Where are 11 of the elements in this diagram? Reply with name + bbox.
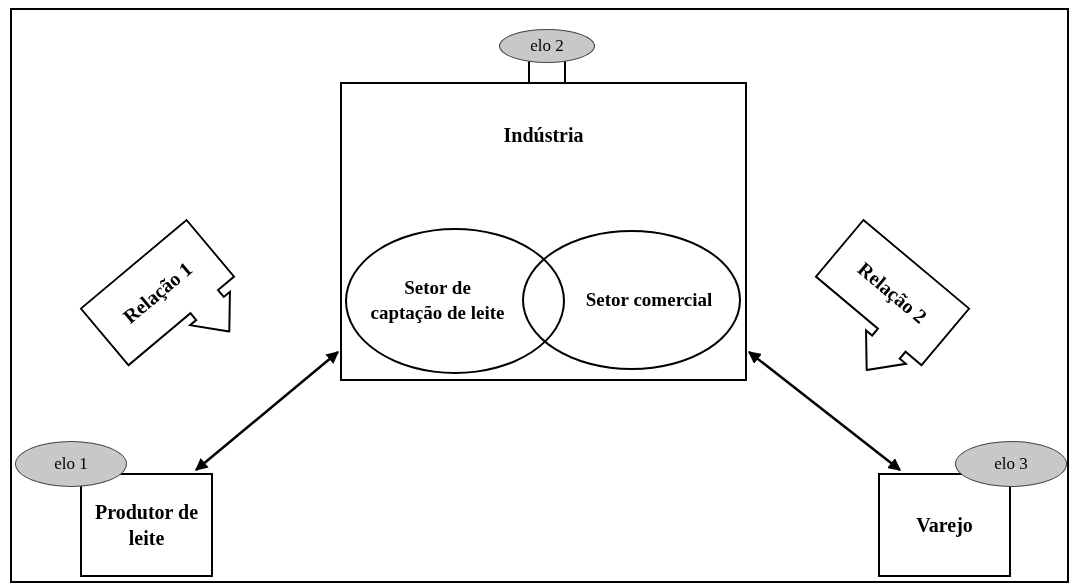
double-arrow [195, 351, 339, 471]
process-box: Varejo [878, 473, 1011, 577]
sector-ellipse: Setor de captação de leite [345, 228, 565, 374]
label-ellipse: elo 3 [955, 441, 1067, 487]
sector-ellipse: Setor comercial [522, 230, 741, 370]
double-arrow [748, 351, 901, 471]
process-box: Produtor de leite [80, 473, 213, 577]
process-box [340, 82, 747, 381]
label-ellipse: elo 2 [499, 29, 595, 63]
heading: Indústria [503, 123, 584, 148]
label-ellipse: elo 1 [15, 441, 127, 487]
